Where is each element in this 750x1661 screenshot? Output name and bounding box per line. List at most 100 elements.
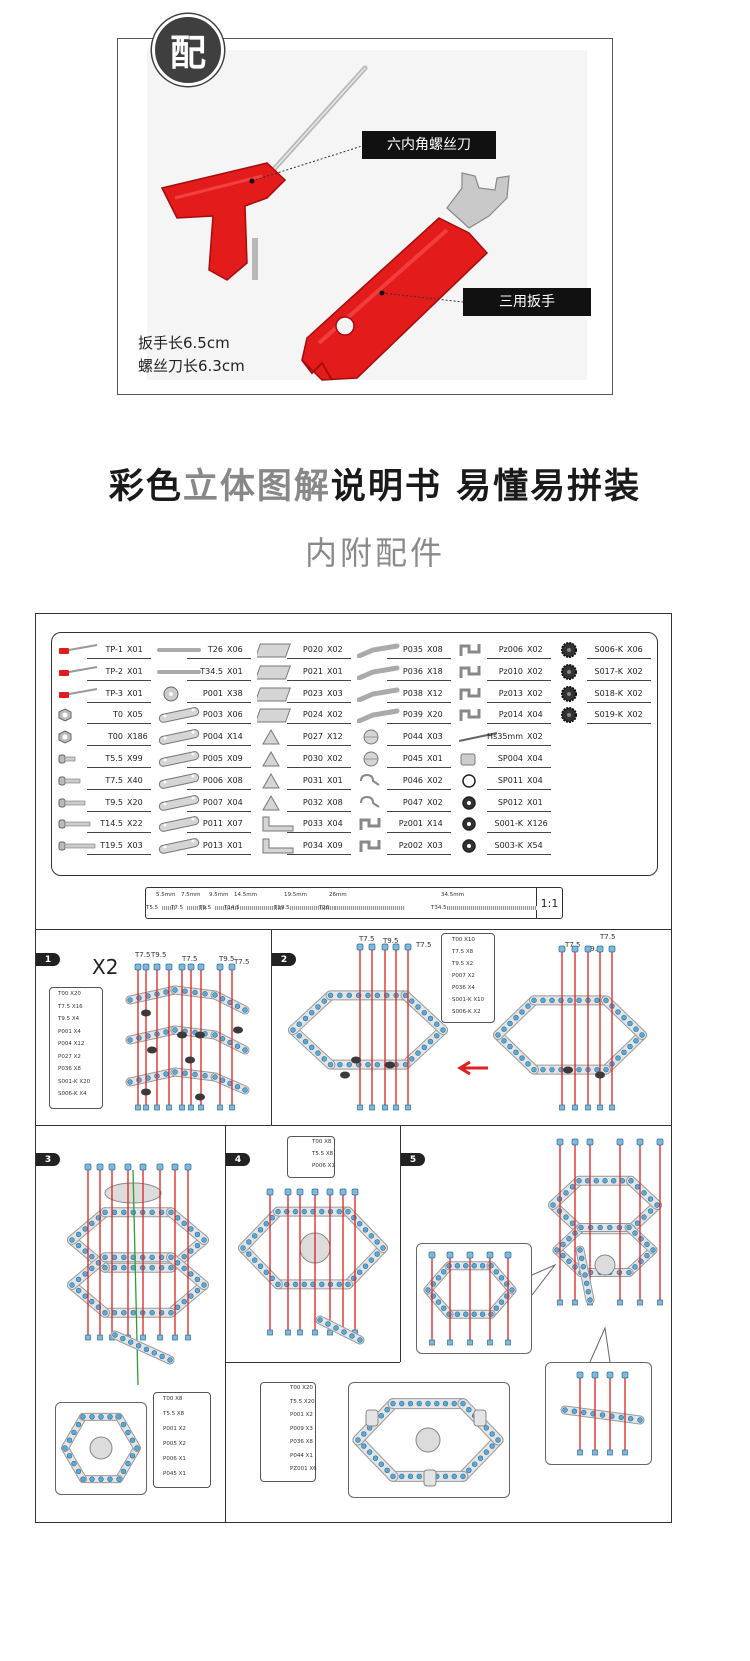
bolt xyxy=(442,1400,449,1407)
part-underline xyxy=(387,854,451,856)
nut xyxy=(267,1329,273,1336)
part-code: P032 xyxy=(302,797,323,807)
part-screw-icon xyxy=(58,798,86,808)
part-code: T00 xyxy=(107,732,123,742)
part-qty: X20 xyxy=(127,797,143,807)
part-underline xyxy=(487,832,551,834)
part-qty: X01 xyxy=(327,775,343,785)
screw-head xyxy=(486,1251,494,1259)
bolt xyxy=(581,1409,587,1416)
part-qty: X02 xyxy=(527,645,543,654)
bolt xyxy=(202,991,208,997)
part-bent-icon xyxy=(357,665,400,680)
bolt xyxy=(242,1007,248,1013)
spacer xyxy=(563,1066,573,1074)
bolt xyxy=(75,1287,82,1294)
screw-head xyxy=(156,1163,164,1171)
part-code: Hs35mm xyxy=(487,732,523,742)
part-code: Pz014 xyxy=(498,710,523,720)
wrench-label: 三用扳手 xyxy=(463,288,591,316)
bolt xyxy=(361,1443,367,1449)
part-underline xyxy=(187,658,251,659)
wrench-head xyxy=(446,172,510,229)
bolt xyxy=(257,1227,264,1233)
part-underline xyxy=(387,679,451,681)
bolt xyxy=(427,1038,434,1045)
step-part-label: P027 X2 xyxy=(58,1053,81,1060)
bolt xyxy=(172,987,178,993)
nut xyxy=(559,1104,565,1111)
part-qty: X02 xyxy=(427,775,443,785)
bolt xyxy=(466,1406,472,1413)
ruler-code-label: T19.5 xyxy=(274,905,290,911)
ruler-mm-label: 9.5mm xyxy=(209,892,229,898)
part-underline xyxy=(187,788,251,790)
bolt xyxy=(251,1233,258,1239)
bolt xyxy=(71,1460,77,1467)
part-strip-icon xyxy=(158,707,200,724)
bolt xyxy=(121,1254,127,1260)
bolt xyxy=(102,1254,108,1260)
step-part-label: T9.5 X2 xyxy=(452,961,474,967)
bolt xyxy=(603,997,609,1004)
ruler-mm-label: 14.5mm xyxy=(234,892,257,898)
bolt xyxy=(638,1236,644,1242)
bolt xyxy=(134,1445,140,1451)
nut xyxy=(557,1299,563,1306)
part-qty: X99 xyxy=(127,754,143,763)
screw-callout: T7.5 xyxy=(182,955,198,963)
part-underline xyxy=(487,745,551,747)
bolt xyxy=(626,1224,632,1231)
bolt xyxy=(563,1190,569,1196)
part-qty: X02 xyxy=(627,688,643,698)
bolt xyxy=(654,1202,660,1208)
screw-head xyxy=(311,1188,319,1196)
bolt xyxy=(501,1026,507,1032)
screw-head xyxy=(571,945,579,953)
step-part-label: P036 X8 xyxy=(290,1439,313,1445)
part-code: S018-K xyxy=(594,688,623,698)
part-underline xyxy=(487,701,551,703)
spacer xyxy=(595,1071,605,1079)
screw-head xyxy=(466,1251,474,1259)
screw-head xyxy=(381,943,389,951)
part-code: T5.5 xyxy=(105,754,123,763)
bolt xyxy=(172,1069,178,1075)
nut xyxy=(135,1104,141,1111)
bolt xyxy=(336,1281,342,1288)
part-bracket-icon xyxy=(459,665,481,678)
part-code: Pz013 xyxy=(498,688,523,698)
ruler-screw-bar xyxy=(240,906,284,910)
ruler-screw-bar xyxy=(215,906,239,910)
bolt xyxy=(319,1281,325,1288)
part-underline xyxy=(87,788,151,790)
bolt xyxy=(463,1311,469,1317)
bolt xyxy=(495,1437,501,1443)
bolt xyxy=(163,1029,169,1035)
part-underline xyxy=(587,658,651,659)
bolt xyxy=(120,1421,127,1428)
step-2-parts xyxy=(441,933,495,1023)
bolt xyxy=(71,1429,77,1436)
bolt xyxy=(127,997,133,1003)
nut xyxy=(97,1334,103,1341)
bolt xyxy=(407,1473,414,1480)
part-qty: X05 xyxy=(127,710,143,720)
part-underline xyxy=(387,767,451,768)
bolt xyxy=(483,1449,490,1455)
part-qty: X03 xyxy=(327,688,343,698)
bolt xyxy=(163,1071,169,1077)
bolt xyxy=(434,1400,440,1407)
part-underline xyxy=(487,723,551,725)
part-underline xyxy=(87,723,151,725)
bolt xyxy=(549,997,555,1004)
bolt xyxy=(102,1310,108,1316)
screw-head xyxy=(142,963,150,971)
